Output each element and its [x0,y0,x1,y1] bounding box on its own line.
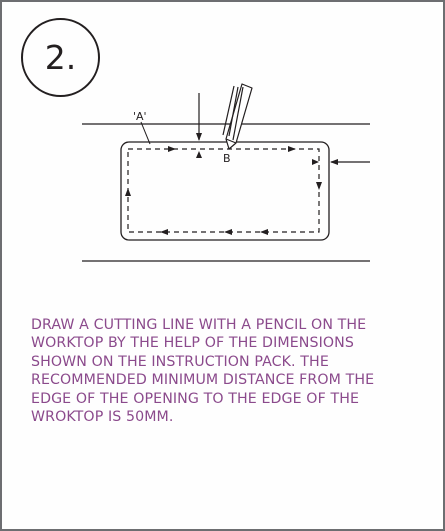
pencil-icon [222,83,253,150]
direction-arrow [288,146,296,152]
direction-arrow [168,146,176,152]
cutting-line-diagram: 'A' B [82,83,370,262]
step-number-badge: 2. [21,18,100,97]
instruction-text: DRAW A CUTTING LINE WITH A PENCIL ON THE… [31,317,375,426]
step-number: 2. [44,38,77,77]
label-b: B [223,152,231,165]
label-a: 'A' [133,110,147,123]
direction-arrow [260,229,268,235]
offset-arrow-up [196,151,202,158]
direction-arrow [224,229,232,235]
direction-arrow [160,229,168,235]
label-a-leader [140,121,151,145]
direction-arrow [125,188,131,196]
opening-outline [120,141,330,241]
direction-arrow [316,182,322,190]
offset-arrow-left [312,159,319,165]
